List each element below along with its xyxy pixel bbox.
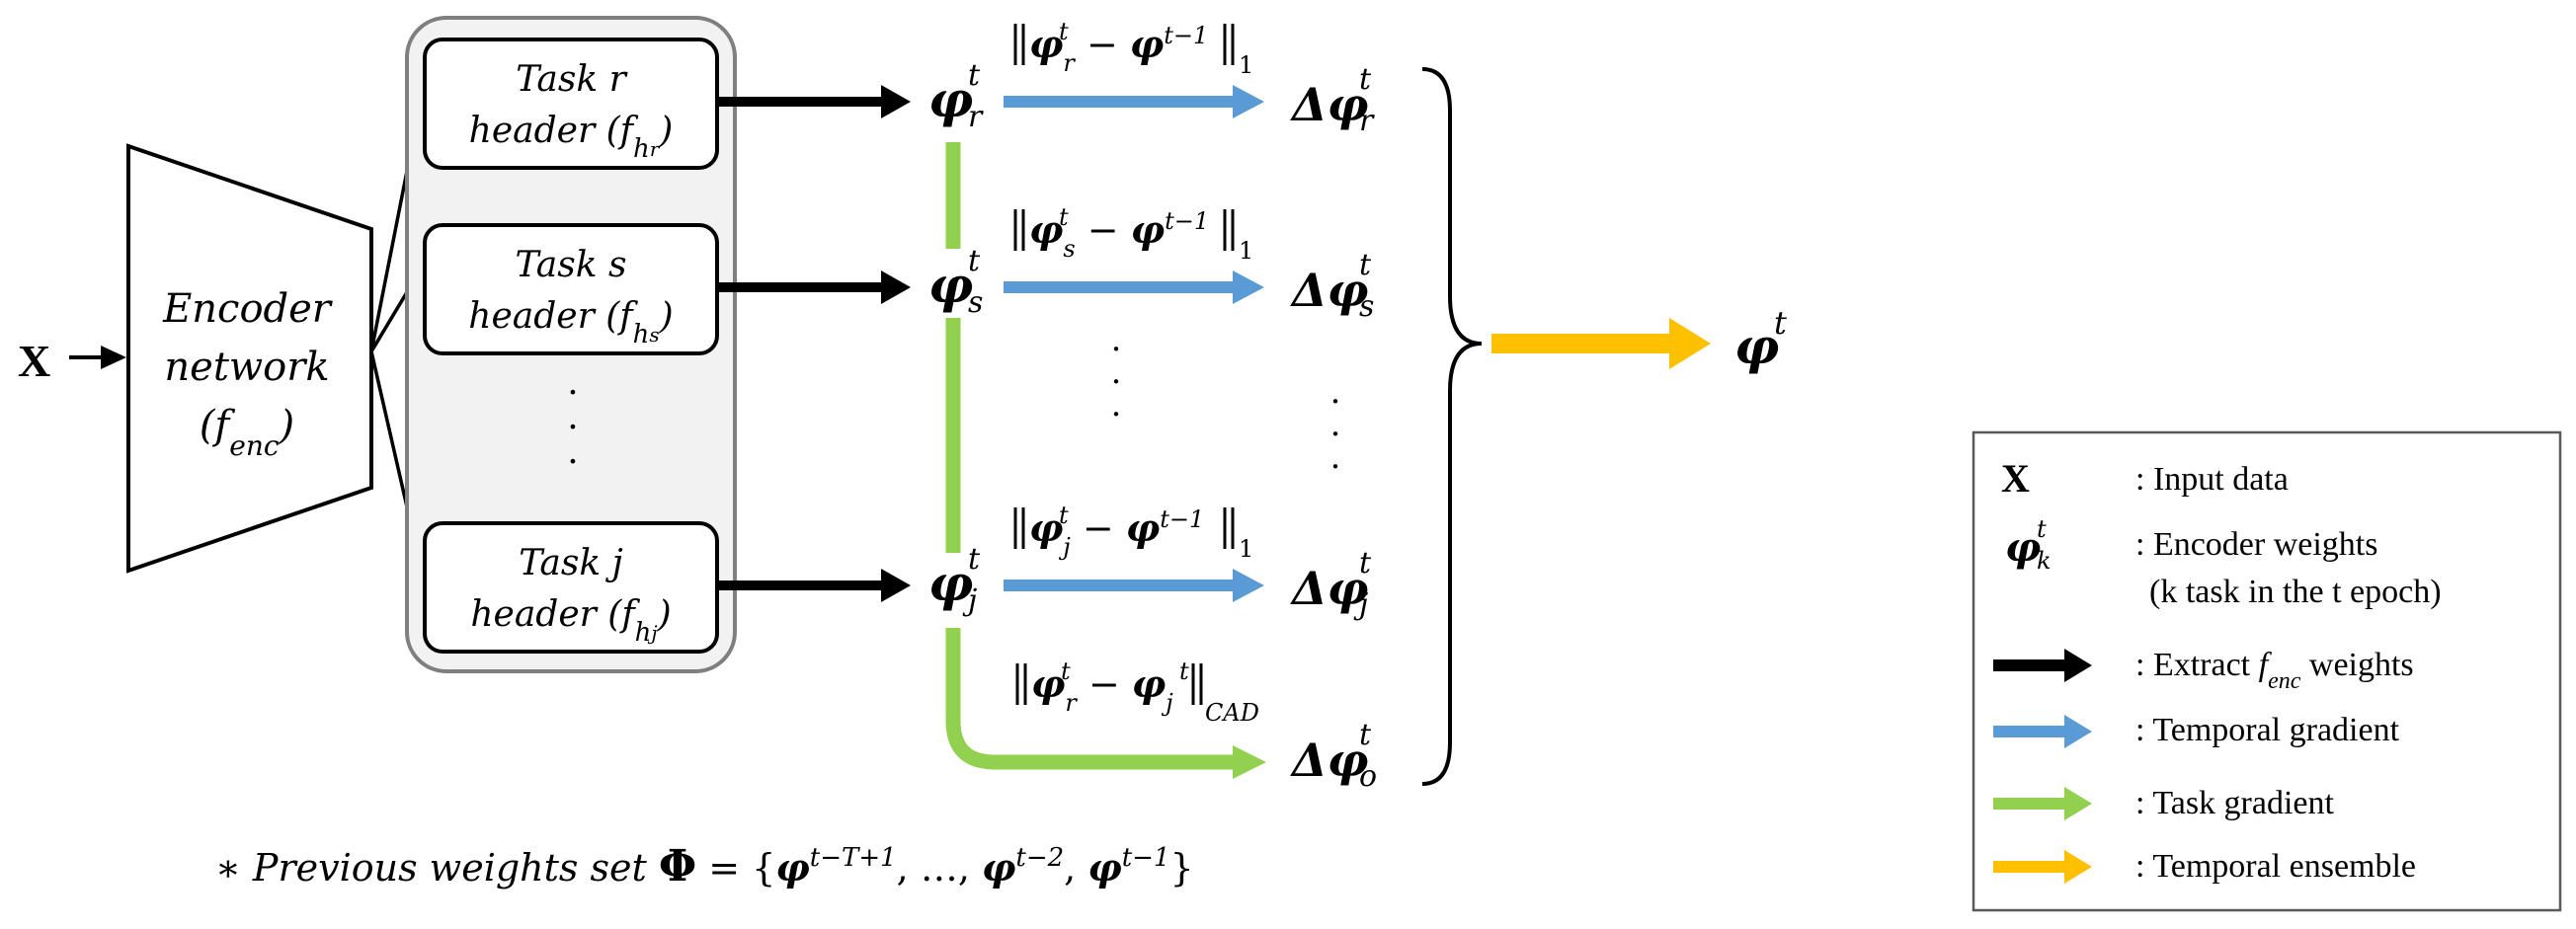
- svg-text:φr − φt−1: φr − φt−1: [1029, 22, 1208, 77]
- weight-phi-j-sup: t: [968, 542, 981, 577]
- encoder-line1: Encoder: [162, 286, 334, 332]
- task-s-title: Task s: [516, 245, 627, 285]
- legend-extract-weights: : Extract fenc weights: [2135, 647, 2414, 694]
- svg-text:t: t: [1059, 18, 1069, 45]
- weight-phi-s-sub: s: [968, 285, 983, 320]
- task-norm-cad: φr − φj t t CAD: [1015, 658, 1259, 727]
- legend-green-arrow-swatch: [1993, 787, 2092, 820]
- svg-text:Δφ: Δφ: [1290, 562, 1369, 615]
- svg-text:t: t: [1359, 62, 1372, 97]
- encoder-func-sub: enc: [229, 429, 280, 462]
- extract-weight-arrows: [717, 85, 911, 602]
- legend-input-data: : Input data: [2135, 461, 2289, 498]
- task-j-title: Task j: [519, 543, 623, 583]
- legend: X : Input data φ t k : Encoder weights (…: [1972, 430, 2562, 912]
- weight-phi-r: φ: [928, 70, 973, 128]
- svg-text:·: ·: [567, 408, 578, 448]
- svg-text:t: t: [1061, 658, 1071, 685]
- output-phi-t: φ t: [1734, 304, 1787, 375]
- svg-text:φs − φt−1: φs − φt−1: [1029, 207, 1209, 263]
- svg-text:φr − φj: φr − φj: [1031, 661, 1173, 717]
- legend-yellow-arrow-swatch: [1993, 850, 2092, 884]
- svg-text:·: ·: [1111, 395, 1122, 434]
- input-arrow: [69, 346, 126, 369]
- svg-text:φ: φ: [1734, 317, 1779, 375]
- svg-text:CAD: CAD: [1205, 699, 1259, 727]
- svg-text:o: o: [1359, 759, 1377, 794]
- weight-phi-r-sup: t: [968, 58, 981, 93]
- svg-text:·: ·: [567, 442, 578, 483]
- footnote: ∗ Previous weights set Φ = {φt−T+1, …, φ…: [215, 841, 1194, 891]
- svg-text:t: t: [1359, 546, 1372, 581]
- temporal-norm-s: φs − φt−1 t 1: [1013, 203, 1253, 265]
- svg-text:t: t: [1359, 718, 1372, 752]
- weight-phi-r-sub: r: [968, 100, 984, 134]
- input-x-label: X: [18, 336, 50, 386]
- temporal-gradient-arrows: [1004, 85, 1264, 602]
- task-r-header-box: Task r header (fhr): [423, 38, 719, 170]
- task-j-header: header (fhj): [470, 594, 671, 648]
- legend-x-key: X: [2001, 456, 2030, 501]
- delta-phi-r: Δφ t r: [1290, 62, 1375, 138]
- delta-phi-j: Δφ t j: [1290, 546, 1372, 622]
- svg-text:t: t: [2037, 515, 2047, 543]
- task-gradient-path: [945, 142, 1237, 770]
- task-s-header-box: Task s header (fhs): [423, 223, 719, 355]
- task-j-header-box: Task j header (fhj): [423, 521, 719, 654]
- svg-text:t: t: [1179, 658, 1189, 685]
- ensemble-brace: [1421, 67, 1483, 786]
- encoder-func-close: ): [279, 403, 295, 448]
- svg-text:s: s: [1359, 289, 1374, 324]
- svg-text:t: t: [1059, 203, 1069, 231]
- legend-task-gradient: : Task gradient: [2135, 785, 2334, 821]
- svg-text:t: t: [1774, 304, 1787, 342]
- svg-text:1: 1: [1239, 535, 1253, 563]
- svg-text:φj − φt−1: φj − φt−1: [1029, 505, 1204, 561]
- weight-phi-s: φ: [928, 256, 973, 314]
- temporal-ensemble-arrow: [1491, 318, 1711, 369]
- svg-text:φ: φ: [2005, 524, 2041, 571]
- svg-text:Δφ: Δφ: [1290, 78, 1369, 131]
- svg-text:r: r: [1359, 104, 1375, 138]
- delta-phi-o: Δφ t o: [1290, 718, 1377, 794]
- encoder-network-shape: [126, 143, 373, 574]
- svg-text:·: ·: [567, 373, 578, 414]
- svg-text:·: ·: [1330, 447, 1341, 487]
- svg-text:Δφ: Δφ: [1290, 264, 1369, 317]
- legend-black-arrow-swatch: [1993, 649, 2092, 682]
- svg-text:k: k: [2037, 547, 2052, 575]
- temporal-ellipsis: · · ·: [1111, 330, 1122, 434]
- legend-blue-arrow-swatch: [1993, 715, 2092, 748]
- task-r-title: Task r: [516, 59, 627, 100]
- temporal-norm-r: φr − φt−1 t 1: [1013, 18, 1253, 79]
- task-s-header: header (fhs): [468, 296, 673, 349]
- svg-text:·: ·: [1330, 382, 1341, 422]
- weight-phi-s-sup: t: [968, 244, 981, 278]
- svg-text:t: t: [1059, 502, 1069, 529]
- legend-encoder-weights: : Encoder weights: [2135, 526, 2378, 563]
- svg-text:·: ·: [1111, 362, 1122, 402]
- weight-phi-j: φ: [928, 554, 973, 612]
- legend-phi-key: φ t k: [2005, 515, 2052, 575]
- encoder-line2: network: [164, 345, 329, 390]
- legend-encoder-weights-detail: (k task in the t epoch): [2149, 574, 2442, 610]
- task-gradient-arrowhead: [1233, 745, 1266, 779]
- svg-text:Δφ: Δφ: [1290, 734, 1369, 787]
- svg-text:t: t: [1359, 248, 1372, 282]
- svg-text:·: ·: [1330, 415, 1341, 454]
- svg-text:·: ·: [1111, 330, 1122, 369]
- delta-phi-s: Δφ t s: [1290, 248, 1374, 324]
- svg-text:1: 1: [1239, 237, 1253, 265]
- legend-temporal-gradient: : Temporal gradient: [2135, 712, 2400, 748]
- legend-temporal-ensemble: : Temporal ensemble: [2135, 848, 2416, 885]
- svg-text:1: 1: [1239, 51, 1253, 79]
- task-r-header: header (fhr): [469, 111, 674, 164]
- task-ellipsis: · · ·: [567, 373, 578, 483]
- temporal-norm-j: φj − φt−1 t 1: [1013, 502, 1253, 563]
- delta-ellipsis: · · ·: [1330, 382, 1341, 487]
